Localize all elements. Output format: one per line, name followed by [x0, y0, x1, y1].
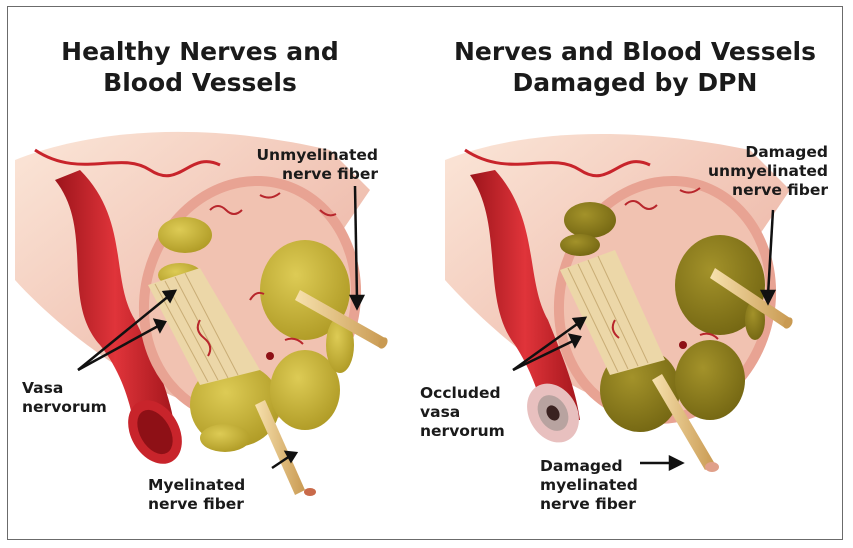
- occluded-vasa-nervorum-label: Occluded vasa nervorum: [420, 384, 530, 441]
- healthy-myelinated-label: Myelinated nerve fiber: [148, 476, 278, 514]
- healthy-vasa-nervorum-label: Vasa nervorum: [22, 379, 132, 417]
- healthy-unmyelinated-label: Unmyelinated nerve fiber: [200, 146, 378, 184]
- damaged-myelinated-label: Damaged myelinated nerve fiber: [540, 457, 660, 514]
- healthy-panel-title: Healthy Nerves and Blood Vessels: [30, 36, 370, 98]
- damaged-panel-title: Nerves and Blood Vessels Damaged by DPN: [430, 36, 840, 98]
- damaged-unmyelinated-label: Damaged unmyelinated nerve fiber: [640, 143, 828, 200]
- healthy-nerve-illustration: [15, 132, 389, 496]
